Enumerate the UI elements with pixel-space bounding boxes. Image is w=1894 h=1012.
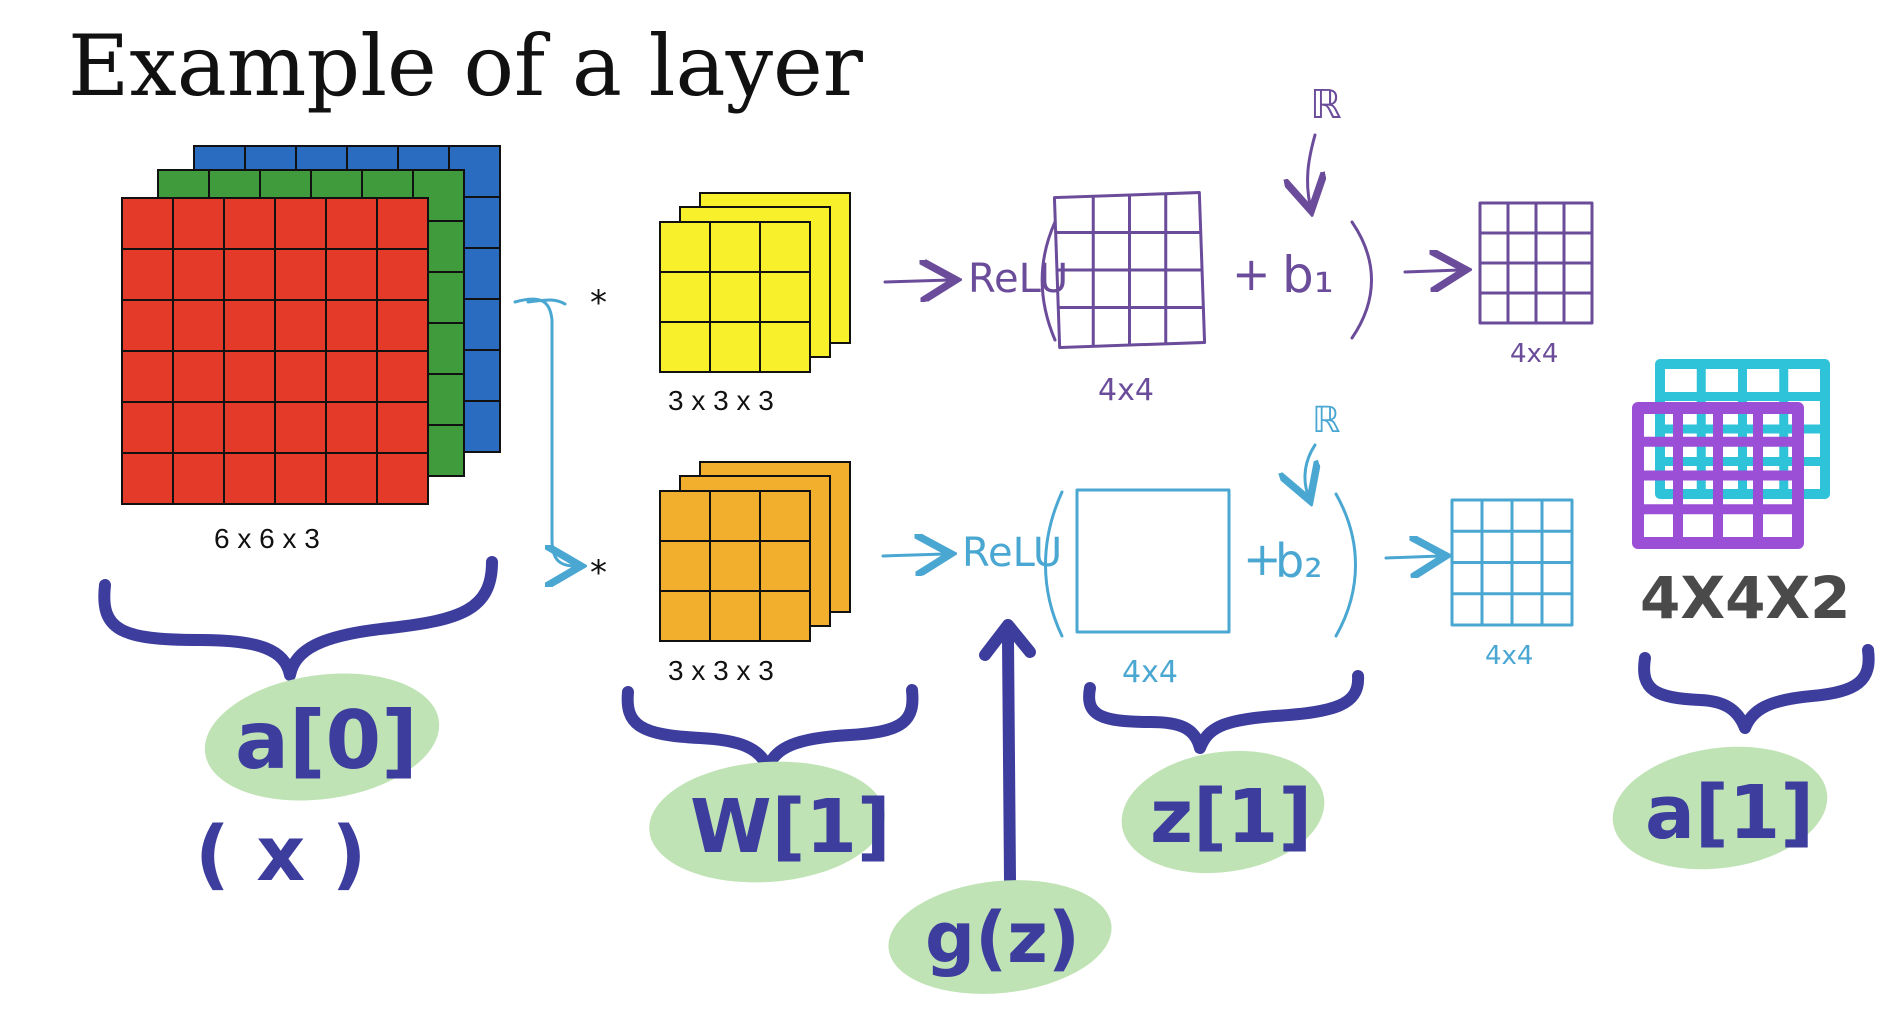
top-close-paren — [1350, 220, 1373, 340]
activation-arrow-shaft — [1002, 634, 1016, 886]
w1-label: W[1] — [690, 784, 891, 870]
top-plus: + — [1232, 247, 1271, 301]
a0-label: a[0] — [235, 694, 418, 787]
bottom-bias: b₂ — [1275, 534, 1323, 588]
top-bias: b₁ — [1282, 246, 1334, 304]
top-conv-output-grid — [1052, 191, 1207, 350]
filter-brace — [621, 684, 919, 774]
top-arrow-to-output — [1403, 270, 1460, 272]
filter-yellow-dimension: 3 x 3 x 3 — [668, 385, 774, 416]
input-volume — [121, 145, 501, 505]
annotation-a1: a[1] — [1612, 746, 1828, 870]
bottom-branch: ReLU 4x4 + b₂ ℝ 4x4 — [881, 400, 1574, 690]
a1-label: a[1] — [1645, 770, 1814, 856]
top-relu-label: ReLU — [968, 256, 1068, 302]
activation-arrow-head — [979, 619, 1036, 661]
output-brace — [1638, 644, 1875, 734]
bottom-conv-output-grid — [1075, 488, 1231, 634]
filter-orange-dimension: 3 x 3 x 3 — [668, 655, 774, 686]
z1-label: z[1] — [1150, 774, 1312, 860]
output-volume — [1632, 359, 1830, 549]
conv-operator-top: * — [590, 283, 607, 323]
gz-label: g(z) — [925, 897, 1080, 979]
bottom-open-paren — [1044, 490, 1064, 638]
output-layer-cyan — [1655, 359, 1830, 499]
bottom-real-arrow — [1305, 443, 1315, 495]
output-layer-purple — [1632, 402, 1804, 549]
bottom-arrow-to-output — [1384, 556, 1440, 558]
split-arrows — [513, 297, 575, 566]
input-brace — [98, 556, 498, 681]
bottom-plus: + — [1243, 532, 1282, 586]
bottom-real-symbol: ℝ — [1312, 400, 1341, 441]
annotation-a0: a[0] — [204, 673, 440, 801]
top-inner-dimension: 4x4 — [1098, 373, 1154, 408]
conv-operator-bottom: * — [590, 553, 607, 593]
page-title: Example of a layer — [68, 17, 864, 115]
input-dimension-label: 6 x 6 x 3 — [214, 523, 320, 554]
annotation-w1: W[1] — [649, 761, 891, 883]
filter-orange — [659, 461, 851, 642]
bottom-arrow-to-relu — [881, 554, 945, 556]
top-real-arrow — [1308, 133, 1315, 205]
top-arrow-to-relu — [883, 280, 950, 282]
output-dimension-label: 4X4X2 — [1640, 564, 1851, 632]
annotation-z1: z[1] — [1121, 750, 1325, 874]
top-branch: ReLU 4x4 + b₁ ℝ 4x4 — [883, 82, 1594, 408]
bottom-close-paren — [1334, 492, 1357, 638]
top-real-symbol: ℝ — [1310, 82, 1342, 128]
bottom-output-dimension: 4x4 — [1485, 641, 1533, 671]
input-layer-red — [121, 197, 429, 505]
filter-yellow — [659, 192, 851, 373]
x-label: ( x ) — [195, 809, 366, 898]
bottom-inner-dimension: 4x4 — [1122, 655, 1178, 690]
z-brace — [1083, 670, 1365, 754]
top-output-dimension: 4x4 — [1510, 339, 1558, 369]
top-open-paren — [1040, 220, 1057, 342]
annotation-gz: g(z) — [888, 880, 1112, 994]
